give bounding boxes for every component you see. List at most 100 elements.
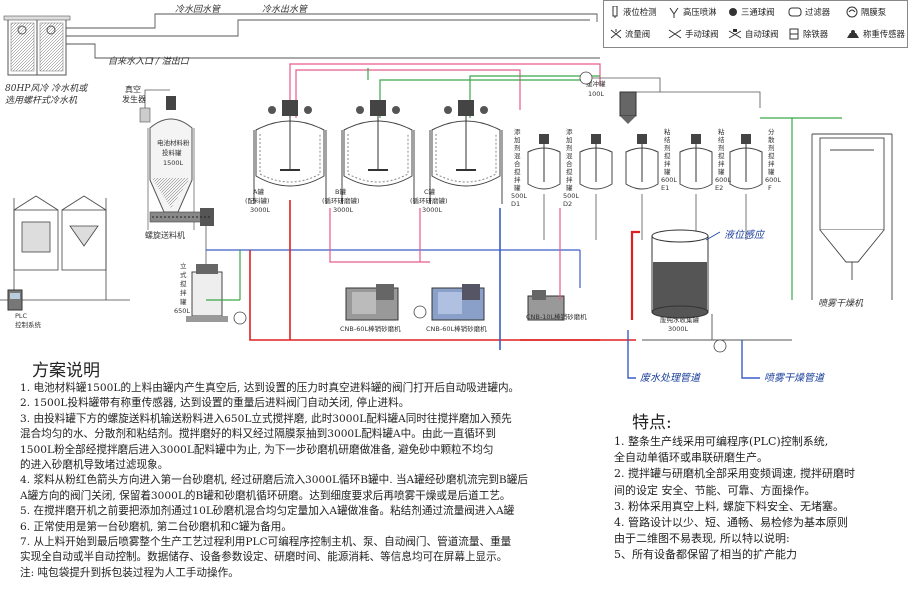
waste-tank-label-1: 废纯水收集罐 xyxy=(660,315,700,324)
plc-system-label: 控制系统 xyxy=(15,320,42,329)
scheme-step: 混合均匀的水、分散剂和粘结剂。搅拌磨好的料又经过隔膜泵抽到3000L配料罐A中。… xyxy=(20,428,496,441)
flow-valve-icon xyxy=(610,29,622,39)
scheme-step: 注: 吨包袋提升到拆包装过程为人工手动操作。 xyxy=(20,566,239,579)
f-tank-vessel xyxy=(729,134,763,240)
scheme-step: A罐方向的阀门关闭, 保留着3000L的B罐和砂磨机循环研磨。达到细度要求后再喷… xyxy=(20,489,511,502)
e1-tank-vessel xyxy=(625,134,659,240)
feature-item: 由于二维图不易表现, 所以特以说明: xyxy=(614,532,790,546)
bead-mill-2 xyxy=(431,284,485,321)
features-list: 1. 整条生产线采用可编程序(PLC)控制系统, 全自动单循环或串联研磨生产。 2.… xyxy=(614,434,906,564)
waste-water-tank xyxy=(630,229,709,320)
legend-item-three-way-valve: 三通球阀 xyxy=(728,6,775,18)
diaphragm-pumps xyxy=(233,71,727,353)
feature-item: 2. 搅拌罐与研磨机全部采用变频调速, 搅拌研磨时 xyxy=(614,467,855,481)
screw-feeder-label: 螺旋送料机 xyxy=(145,230,185,240)
scheme-step: 实现全自动或半自动控制。数据储存、设备参数设定、研磨时间、能源消耗、等信息均可在… xyxy=(20,551,508,564)
chiller-label-1: 80HP风冷 冷水机或 xyxy=(5,83,88,94)
vertical-mixer-label: 立 式 搅 拌 罐 650L xyxy=(174,261,190,315)
d1-tank-vessel xyxy=(527,134,561,240)
chiller-pipes xyxy=(66,13,600,62)
scheme-step: 的进入砂磨机导致堵过滤现象。 xyxy=(20,459,169,472)
feature-item: 全自动单循环或串联研磨生产。 xyxy=(614,451,768,465)
legend-item-manual-ball-valve: 手动球阀 xyxy=(668,28,719,40)
manual-ball-valve-icon xyxy=(668,29,682,39)
legend-item-weight-sensor: 称重传感器 xyxy=(846,28,905,40)
scheme-step: 4. 浆料从粉红色箭头方向进入第一台砂磨机, 经过研磨后流入3000L循环B罐中… xyxy=(20,474,528,487)
spray-dryer-label: 喷雾干燥机 xyxy=(818,298,864,309)
vacuum-gen-label-2: 发生器 xyxy=(122,94,146,104)
legend-item-iron-remover: 除铁器 xyxy=(788,28,828,40)
scheme-step: 3. 由投料罐下方的螺旋送料机输送粉料进入650L立式搅拌磨, 此时3000L配… xyxy=(20,412,512,425)
scheme-step: 7. 从上料开始到最后喷雾整个生产工艺过程利用PLC可编程序控制主机、泵、自动阀… xyxy=(20,536,512,549)
bead-mill-3 xyxy=(527,290,565,321)
scheme-step: 1. 电池材料罐1500L的上料由罐内产生真空后, 达到设置的压力时真空进料罐的… xyxy=(20,382,520,394)
legend: 液位检测 高压喷淋 三通球阀 过滤器 隔膜泵 流量阀 手动球阀 自动球阀 除铁器… xyxy=(603,0,908,48)
mill-2-label: CNB-60L棒销砂磨机 xyxy=(426,324,487,333)
diaphragm-pump-icon xyxy=(846,6,858,18)
chiller-label-2: 选用螺杆式冷水机 xyxy=(5,95,78,106)
legend-item-high-pressure-spray: 高压喷淋 xyxy=(668,6,717,18)
weight-sensor-icon xyxy=(847,30,859,38)
vacuum-gen-label-1: 真空 xyxy=(125,84,141,94)
tank-a-label: A罐 (配料罐) 3000L xyxy=(245,187,272,214)
scheme-step: 1500L粉全部经搅拌磨后进入3000L配料罐中为止, 为下一步砂磨机研磨做准备… xyxy=(20,443,494,456)
spray-dryer xyxy=(811,133,893,300)
feature-item: 1. 整条生产线采用可编程序(PLC)控制系统, xyxy=(614,435,829,448)
legend-item-flow-valve: 流量阀 xyxy=(610,28,650,40)
filter-icon xyxy=(788,7,802,17)
scheme-step: 6. 正常使用是第一台砂磨机, 第二台砂磨机和C罐为备用。 xyxy=(20,520,292,533)
plc-label: PLC xyxy=(15,312,28,320)
feature-item: 4. 管路设计以少、短、通畅、易检修为基本原则 xyxy=(614,516,848,530)
battery-feed-tank xyxy=(147,96,195,230)
vacuum-generator xyxy=(139,89,170,123)
water-inlet-label: 自来水入口 / 溢出口 xyxy=(108,56,190,67)
level-sensor-label: 液位感应 xyxy=(724,229,766,241)
legend-item-filter: 过滤器 xyxy=(788,6,830,18)
bag-lifting-frames xyxy=(0,195,130,301)
scheme-step: 2. 1500L投料罐带有称重传感器, 达到设置的重量后进料阀门自动关闭, 停止… xyxy=(20,397,410,410)
high-pressure-spray-icon xyxy=(669,7,679,18)
legend-item-auto-ball-valve: 自动球阀 xyxy=(728,28,779,40)
scheme-title: 方案说明 xyxy=(32,361,100,381)
plc-cabinet xyxy=(7,289,23,311)
feature-item: 3. 粉体采用真空上料, 螺旋下料安全、无堵塞。 xyxy=(614,499,844,513)
bead-mill-1 xyxy=(345,284,399,321)
buffer-tank xyxy=(619,91,637,124)
auto-ball-valve-icon xyxy=(728,29,742,39)
battery-tank-label-3: 1500L xyxy=(163,159,184,167)
buffer-tank-label-2: 100L xyxy=(588,90,604,98)
iron-remover-icon xyxy=(789,28,799,40)
level-detect-icon xyxy=(612,6,618,18)
screw-feeder xyxy=(149,208,214,226)
tank-a-vessel xyxy=(253,100,327,204)
waste-pipe-label: 废水处理管道 xyxy=(640,372,702,384)
tank-c-vessel xyxy=(429,100,503,204)
battery-tank-label-1: 电池材料粉 xyxy=(157,138,190,147)
e2-tank-vessel xyxy=(679,134,713,240)
feature-item: 5、所有设备都保留了相当的扩产能力 xyxy=(614,548,797,562)
three-way-ball-valve-icon xyxy=(729,8,737,16)
vertical-mixer xyxy=(186,264,228,322)
feature-item: 间的设定 安全、节能、可靠、方面操作。 xyxy=(614,483,816,497)
battery-tank-label-2: 投料罐 xyxy=(162,148,182,157)
features-title: 特点: xyxy=(632,413,672,433)
legend-item-diaphragm-pump: 隔膜泵 xyxy=(846,6,886,18)
chiller-unit xyxy=(3,15,71,76)
mill-1-label: CNB-60L棒销砂磨机 xyxy=(340,324,401,333)
tank-c-label: C罐 (循环研磨罐) 3000L xyxy=(410,187,450,214)
waste-tank-label-2: 3000L xyxy=(668,325,689,333)
buffer-tank-label-1: 缓冲罐 xyxy=(586,79,606,88)
spray-pipe-label: 喷雾干燥管道 xyxy=(764,372,826,384)
scheme-step: 5. 在搅拌磨开机之前要把添加剂通过10L砂磨机混合均匀定量加入A罐做准备。粘结… xyxy=(20,505,515,518)
tank-b-label: B罐 (循环研磨罐) 3000L xyxy=(322,187,362,214)
chiller-out-label: 冷水出水管 xyxy=(262,4,309,15)
chiller-return-label: 冷水回水管 xyxy=(175,4,222,15)
mill-3-label: CNB-10L棒销砂磨机 xyxy=(526,312,587,321)
tank-b-vessel xyxy=(341,100,415,204)
